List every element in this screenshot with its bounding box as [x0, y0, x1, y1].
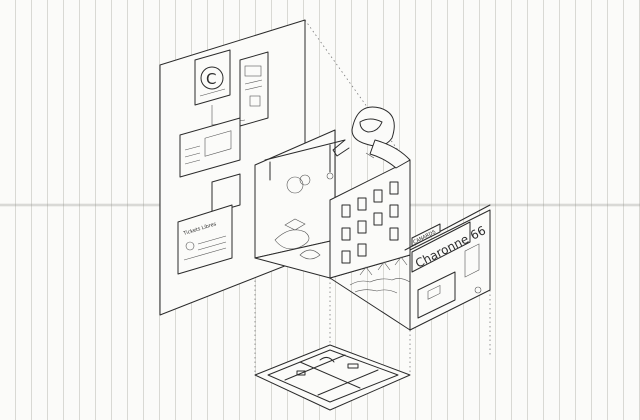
- panel-logo-letter: C: [206, 70, 216, 88]
- diorama-box: Charonne 66 CANARDS: [254, 129, 491, 331]
- interface-panel: C Tickets Libres: [159, 19, 306, 316]
- robot-arm: [332, 106, 411, 169]
- facade-windows: [341, 181, 399, 264]
- floor-plan: [254, 344, 411, 411]
